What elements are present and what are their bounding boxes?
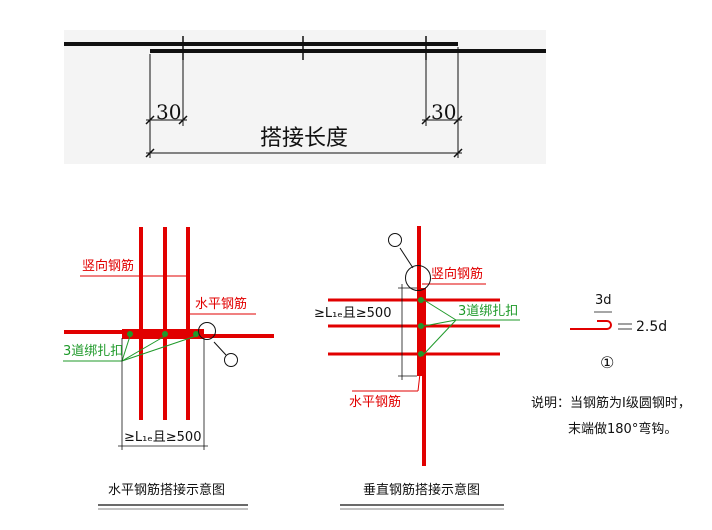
tie-dot — [193, 331, 199, 337]
lap-length-label: 搭接长度 — [260, 126, 349, 151]
tie-dot — [418, 323, 424, 329]
leader-tie-a — [121, 335, 131, 362]
leader-tie-a — [423, 299, 457, 321]
right-caption: 垂直钢筋搭接示意图 — [363, 483, 481, 498]
tie-dot — [162, 331, 168, 337]
right-horizontal-rebar-label: 水平钢筋 — [349, 395, 402, 410]
leader-tie-b — [423, 319, 457, 327]
section-symbol-icon — [224, 353, 238, 367]
right-vertical-rebar-label: 竖向钢筋 — [431, 267, 484, 282]
note-line-2: 末端做180°弯钩。 — [568, 422, 678, 437]
left-horizontal-rebar-label: 水平钢筋 — [195, 297, 248, 312]
lap-zone — [417, 288, 426, 376]
tie-dot — [418, 297, 424, 303]
dim-text-left: 30 — [156, 100, 182, 124]
dim-tick — [453, 148, 463, 158]
section-symbol-icon — [388, 233, 402, 247]
dim-tick — [453, 115, 463, 125]
hook-dim-3d-label: 3d — [595, 293, 612, 308]
leader-tie-c — [423, 319, 457, 355]
dim-tick — [145, 148, 155, 158]
dim-tick — [178, 115, 188, 125]
right-lap-dim-label: ≥L₁ₑ且≥500 — [314, 306, 392, 321]
left-tie-label: 3道绑扎扣 — [63, 344, 124, 359]
section-marker-icon — [405, 265, 431, 291]
left-caption: 水平钢筋搭接示意图 — [108, 483, 226, 498]
left-vertical-rebar-label: 竖向钢筋 — [82, 259, 135, 274]
dim-tick — [145, 115, 155, 125]
right-tie-label: 3道绑扎扣 — [458, 304, 519, 319]
tie-dot — [418, 351, 424, 357]
leader-tie-c — [121, 335, 197, 362]
detail-marker: ① — [600, 353, 615, 372]
hook-dim-25d-label: 2.5d — [636, 319, 668, 335]
left-lap-dim-label: ≥L₁ₑ且≥500 — [124, 430, 202, 445]
section-leader — [399, 247, 414, 269]
section-marker-icon — [198, 322, 216, 340]
section-leader — [213, 341, 227, 356]
dim-text-right: 30 — [431, 100, 457, 124]
hook-bend — [597, 320, 612, 330]
tie-dot — [127, 331, 133, 337]
dim-tick — [421, 115, 431, 125]
note-line-1: 说明：当钢筋为Ⅰ级圆钢时， — [531, 396, 691, 411]
leader-tie-b — [121, 335, 166, 362]
leader-horizontal-label-b — [417, 355, 423, 392]
